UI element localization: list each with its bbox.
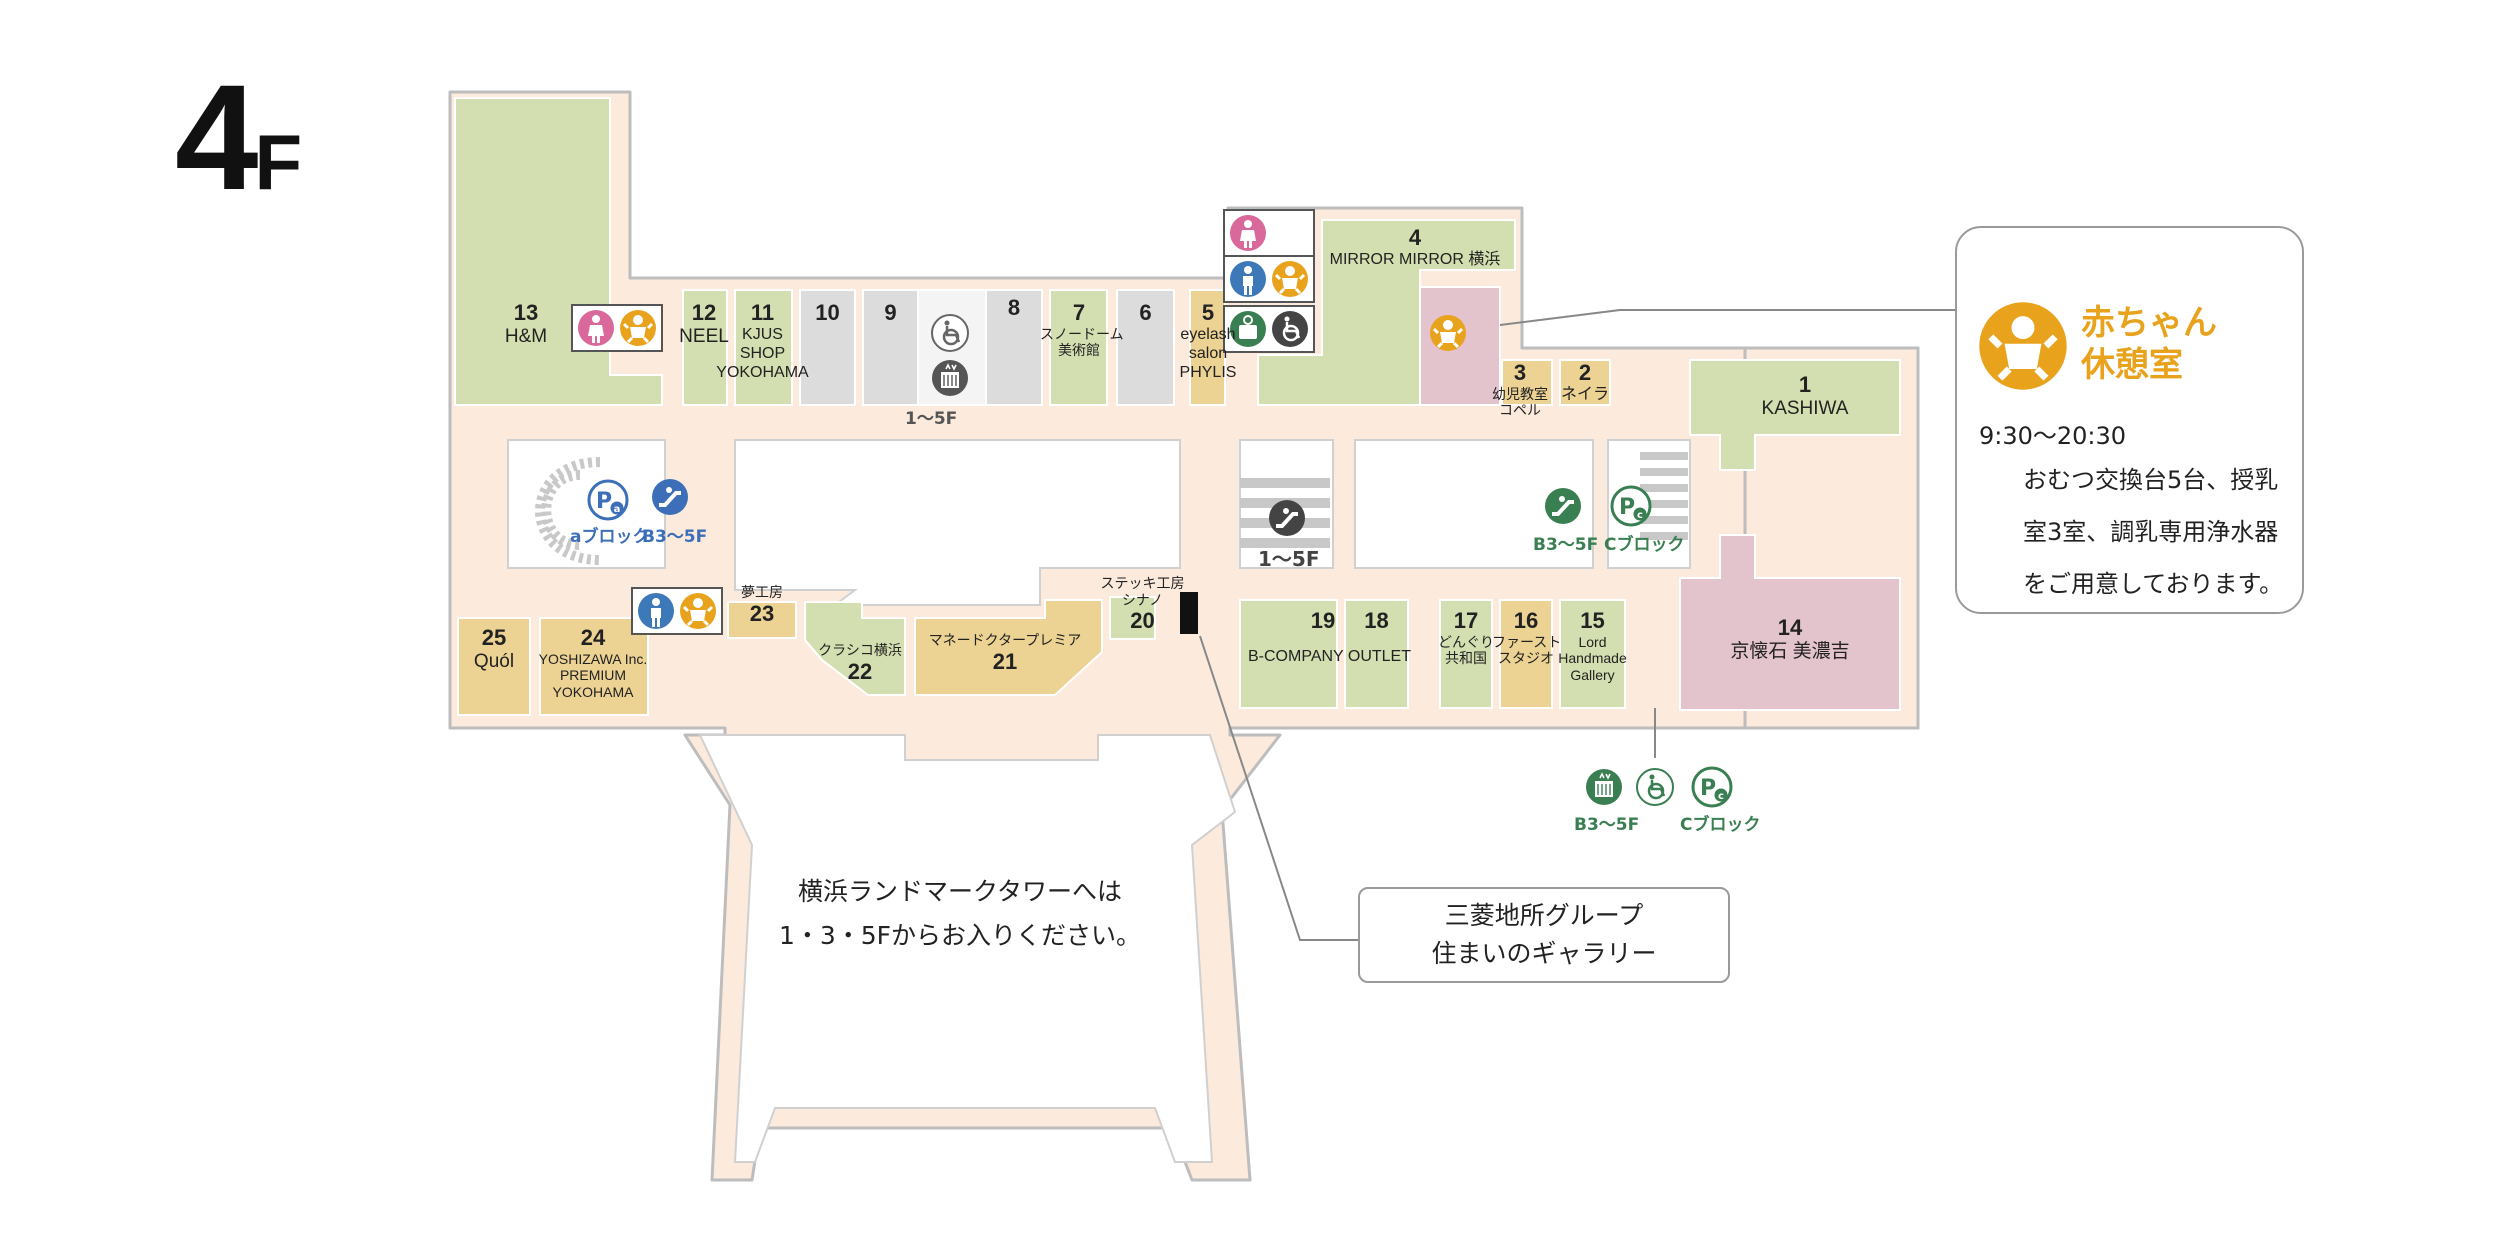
escalator-icon — [1543, 486, 1583, 526]
escalator-icon — [1267, 498, 1307, 538]
store-blocks — [454, 97, 1901, 716]
baby-care-icon — [678, 591, 718, 631]
wheelchair-icon — [930, 313, 970, 353]
leader-lines — [1199, 309, 1958, 941]
elevator-icon — [1585, 768, 1623, 806]
wheelchair-icon — [1270, 309, 1310, 349]
parking-c-upper-label: Cブロック — [1604, 535, 1685, 555]
gallery-entrance-marker — [1180, 592, 1198, 634]
parking-a-label: aブロック — [570, 527, 650, 547]
gallery-callout: 三菱地所グループ 住まいのギャラリー — [1358, 887, 1730, 983]
baby-care-icon — [1270, 259, 1310, 299]
baby-room-title: 赤ちゃん 休憩室 — [2081, 303, 2217, 385]
escalator-swirl — [535, 457, 601, 565]
male-restroom-icon — [638, 593, 674, 629]
store-18[interactable]: 18 — [1364, 608, 1389, 633]
female-restroom-icon — [1230, 215, 1266, 251]
female-restroom-icon — [578, 310, 614, 346]
wheelchair-icon — [1635, 767, 1675, 807]
tower-entrance-note: 横浜ランドマークタワーへは 1・3・5Fからお入りください。 — [778, 877, 1142, 950]
store-6[interactable]: 6 — [1139, 300, 1152, 325]
baby-room-icon — [1428, 313, 1468, 353]
elevator-bottom-label: B3〜5F — [1574, 815, 1640, 835]
parking-icon — [1691, 766, 1733, 808]
parking-c-bottom-label: Cブロック — [1680, 815, 1761, 835]
baby-room-description: おむつ交換台5台、授乳室3室、調乳専用浄水器をご用意しております。 — [2023, 466, 2284, 598]
baby-room-callout: 赤ちゃん 休憩室 9:30〜20:30 おむつ交換台5台、授乳室3室、調乳専用浄… — [1955, 226, 2304, 614]
floor-title: 4F — [175, 62, 302, 212]
store-10[interactable]: 10 — [815, 300, 840, 325]
escalator-right-label: B3〜5F — [1533, 535, 1599, 555]
floor-number: 4 — [175, 53, 258, 221]
store-8[interactable]: 8 — [1007, 295, 1021, 320]
escalator-icon — [650, 477, 690, 517]
gallery-callout-text: 三菱地所グループ 住まいのギャラリー — [1431, 901, 1657, 968]
elevator-icon — [931, 359, 969, 397]
elevator-floors-label: 1〜5F — [905, 409, 958, 429]
baby-room-hours: 9:30〜20:30 — [1979, 422, 2127, 450]
store-9[interactable]: 9 — [884, 300, 897, 325]
escalator-left-label: B3〜5F — [642, 527, 708, 547]
male-restroom-icon — [1230, 261, 1266, 297]
floor-unit: F — [254, 118, 303, 206]
parking-icon — [1610, 485, 1652, 527]
baby-room-icon — [1979, 302, 2067, 390]
escalator-floors-label: 1〜5F — [1258, 547, 1320, 571]
parking-icon — [587, 479, 629, 521]
baby-care-icon — [618, 308, 658, 348]
